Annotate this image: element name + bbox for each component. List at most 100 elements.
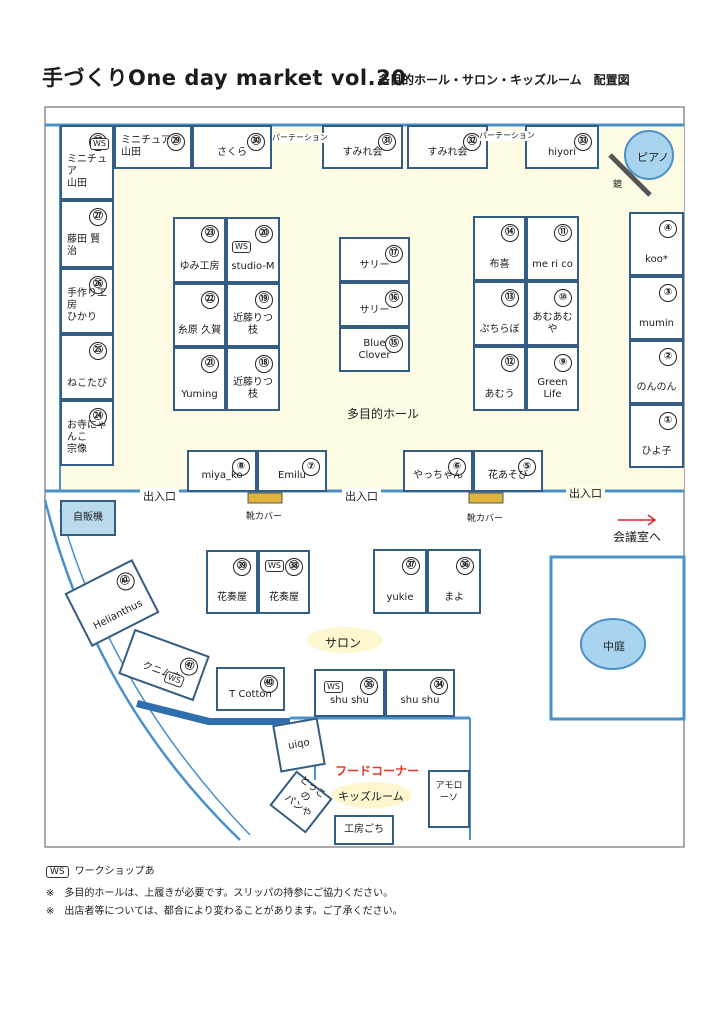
legend-ws: WS ワークショップあ (46, 862, 155, 878)
entrance-label-3: 出入口 (566, 485, 605, 501)
booth-number: ⑱ (255, 355, 273, 373)
booth-name: サリー (359, 260, 390, 271)
booth-name: すみれ会 (342, 147, 383, 158)
legend-ws-text: ワークショップあ (74, 866, 155, 877)
booth-name: ミニチュア 山田 (67, 154, 107, 189)
booth-number: ⑭ (501, 224, 519, 242)
booth-name: 布喜 (489, 259, 510, 270)
booth-name: 糸原 久賀 (177, 325, 222, 336)
booth-name: ゆみ工房 (179, 261, 220, 272)
entrance-label-2: 出入口 (342, 488, 381, 504)
curved-wall-outer (43, 499, 241, 841)
booth-name: Yuming (181, 389, 218, 400)
booth-number: ㉝ (574, 133, 592, 151)
piano-label: ピアノ (637, 151, 670, 164)
booth-19: ⑲ 近藤りつ枝 (226, 283, 280, 347)
booth-name: koo* (645, 254, 668, 265)
booth-name: すみれ会 (427, 147, 468, 158)
booth-number: ㊴ (233, 558, 251, 576)
booth-number: ㉜ (463, 133, 481, 151)
booth-number: ㊵ (260, 675, 278, 693)
meeting-room-label: 会議室へ (613, 530, 662, 544)
booth-name: まよ (444, 592, 464, 603)
booth-number: ㉛ (378, 133, 396, 151)
booth-name: やっちゃん (413, 470, 463, 481)
salon-label: サロン (325, 636, 362, 650)
booth-number: ㊲ (402, 557, 420, 575)
partition-label-1: パーテーション (272, 133, 328, 143)
booth-number: ⑰ (385, 245, 403, 263)
booth-kobo: 工房ごち (334, 815, 394, 845)
partition-label-2: パーテーション (479, 131, 535, 141)
page-title: 手づくりOne day market vol.20 (42, 66, 407, 90)
booth-name: さくら (217, 147, 247, 158)
booth-number: ㊱ (456, 557, 474, 575)
booth-number: ⑳ (255, 225, 273, 243)
counter-bar (136, 700, 290, 725)
kids-oval (332, 782, 412, 808)
booth-name: Blue Clover (358, 338, 391, 361)
booth-name: Green Life (537, 377, 568, 400)
shoe-cover-label-2: 靴カバー (467, 514, 504, 524)
booth-number: ㉗ (89, 208, 107, 226)
legend-ws-box: WS (46, 866, 69, 878)
booth-14: ⑭ 布喜 (473, 216, 526, 281)
booth-number: ⑲ (255, 291, 273, 309)
courtyard-label: 中庭 (603, 640, 625, 653)
booth-number: ㉑ (201, 355, 219, 373)
booth-number: ⑯ (385, 290, 403, 308)
booth-name: 近藤りつ枝 (232, 313, 274, 336)
shoe-bar-right (468, 492, 504, 504)
booth-number: ② (659, 348, 677, 366)
shoe-bar-left (247, 492, 283, 504)
booth-number: ㉕ (89, 342, 107, 360)
booth-number: ⑧ (232, 458, 250, 476)
booth-name: ひよ子 (641, 446, 672, 457)
booth-name: あむう (484, 389, 515, 400)
booth-name: のんのん (636, 382, 677, 393)
booth-number: ㉞ (430, 677, 448, 695)
booth-name: ミニチュア 山田 (121, 135, 171, 158)
booth-name: yukie (386, 592, 414, 603)
booth-number: ⑤ (518, 458, 536, 476)
booth-number: ④ (659, 220, 677, 238)
booth-amoroso: アモローソ (428, 770, 470, 828)
arrow-head (647, 514, 657, 526)
booth-12: ⑫ あむう (473, 346, 526, 411)
vending-machine: 自販機 (60, 500, 116, 536)
workshop-badge: WS (265, 560, 284, 572)
legend-note-2: ※ 出店者等については、都合により変わることがあります。ご了承ください。 (46, 906, 403, 917)
booth-name: ねこたび (67, 378, 107, 389)
shoe-cover-label-1: 靴カバー (246, 512, 283, 522)
booth-number: ⑫ (501, 354, 519, 372)
booth-name: studio-M (231, 261, 275, 272)
booth-name: ぷちらぼ (479, 324, 520, 335)
booth-number: ㉟ (360, 677, 378, 695)
booth-number: ㊳ (285, 558, 303, 576)
booth-name: あむあむや (532, 312, 573, 335)
workshop-badge: WS (324, 681, 343, 693)
booth-name: 近藤りつ枝 (232, 377, 274, 400)
booth-number: ㉙ (167, 133, 185, 151)
courtyard-pond (580, 618, 646, 670)
